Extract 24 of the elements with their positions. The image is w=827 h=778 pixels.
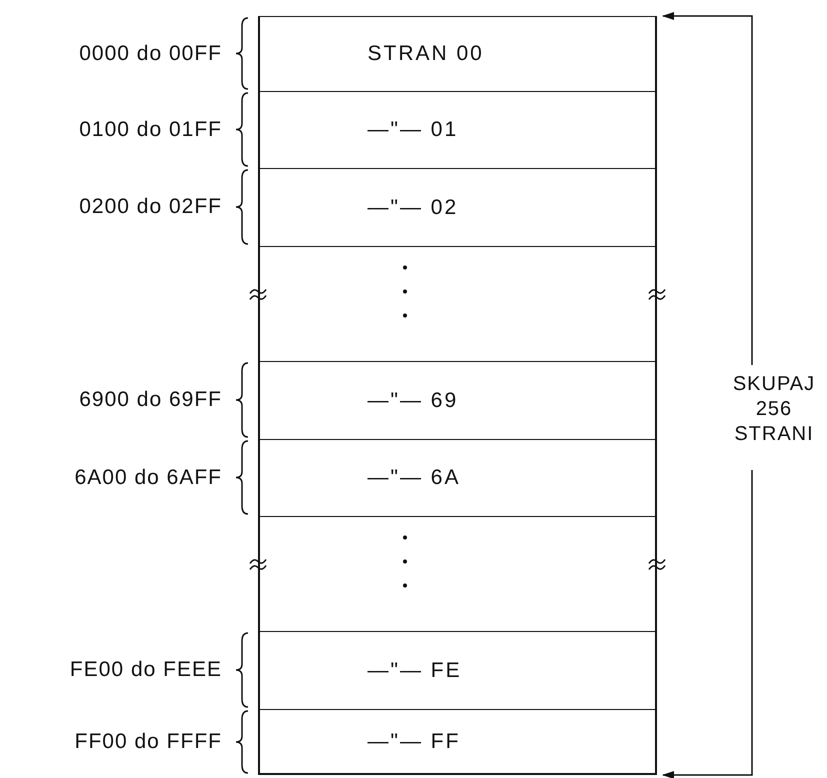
memory-page-row xyxy=(258,439,657,516)
page-label: —"— FF xyxy=(368,730,460,754)
omitted-pages-row xyxy=(258,246,657,361)
page-label: —"— 01 xyxy=(368,118,458,142)
omitted-pages-row xyxy=(258,516,657,631)
address-range: FF00 do FFFF xyxy=(74,730,222,754)
address-range: 6900 do 69FF xyxy=(79,388,222,412)
memory-page-row xyxy=(258,631,657,709)
address-range: 0100 do 01FF xyxy=(79,118,222,142)
memory-page-row xyxy=(258,168,657,246)
page-label: —"— 69 xyxy=(368,388,458,412)
page-label: —"— 6A xyxy=(368,466,460,490)
page-count-label: SKUPAJ 256 STRANI xyxy=(732,372,816,447)
memory-page-row xyxy=(258,91,657,168)
address-range: 0000 do 00FF xyxy=(79,42,222,66)
memory-page-row xyxy=(258,709,657,775)
page-label: STRAN 00 xyxy=(368,42,484,66)
address-range: FE00 do FEEE xyxy=(70,658,222,682)
page-label: —"— 02 xyxy=(368,196,458,220)
memory-page-row xyxy=(258,16,657,91)
address-range: 6A00 do 6AFF xyxy=(74,466,222,490)
page-label: —"— FE xyxy=(368,658,462,682)
address-range: 0200 do 02FF xyxy=(79,195,222,219)
memory-page-row xyxy=(258,361,657,439)
